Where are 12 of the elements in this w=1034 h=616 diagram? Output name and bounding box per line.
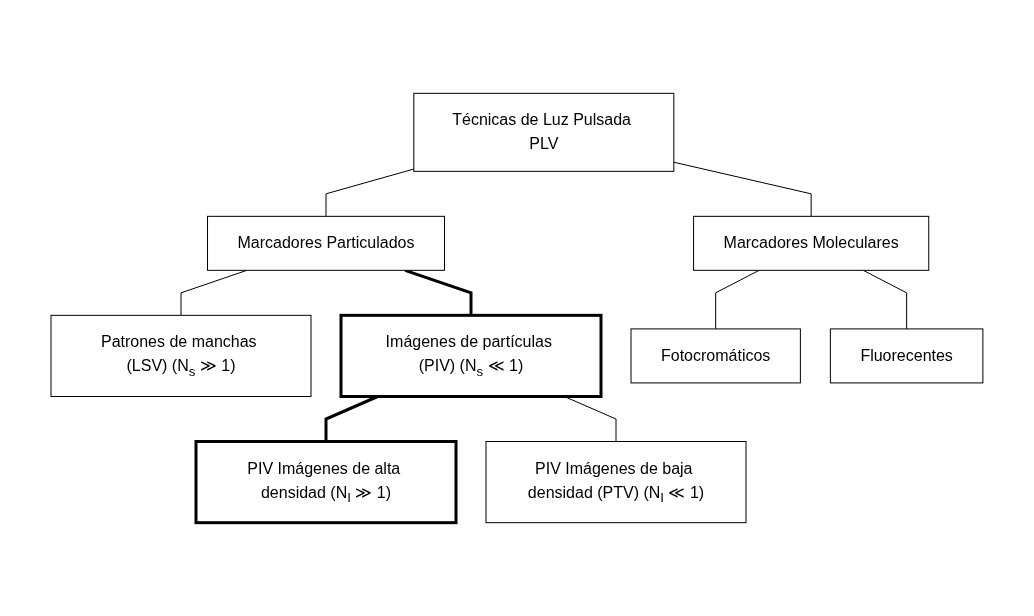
node-box: Técnicas de Luz Pulsada PLV xyxy=(413,92,675,172)
node-box: PIV Imágenes de alta densidad (N$_{I}$ ≫ 1) xyxy=(194,440,458,525)
node-box: Patrones de manchas (LSV) (N$_{s}$ ≫ 1) xyxy=(50,314,312,397)
node-box: Marcadores Particulados xyxy=(207,215,446,271)
connector xyxy=(325,168,415,217)
node-box: Marcadores Moleculares xyxy=(693,215,930,271)
connector xyxy=(673,161,812,217)
node-box: Fluorecentes xyxy=(829,328,984,384)
node-box: PIV Imágenes de baja densidad (PTV) (N$_{I}$ ≪ 1) xyxy=(485,441,747,524)
connector xyxy=(715,269,760,330)
node-box: Imágenes de partículas (PIV) (N$_{s}$ ≪ 1) xyxy=(339,313,603,398)
node-box: Fotocromáticos xyxy=(630,328,801,384)
